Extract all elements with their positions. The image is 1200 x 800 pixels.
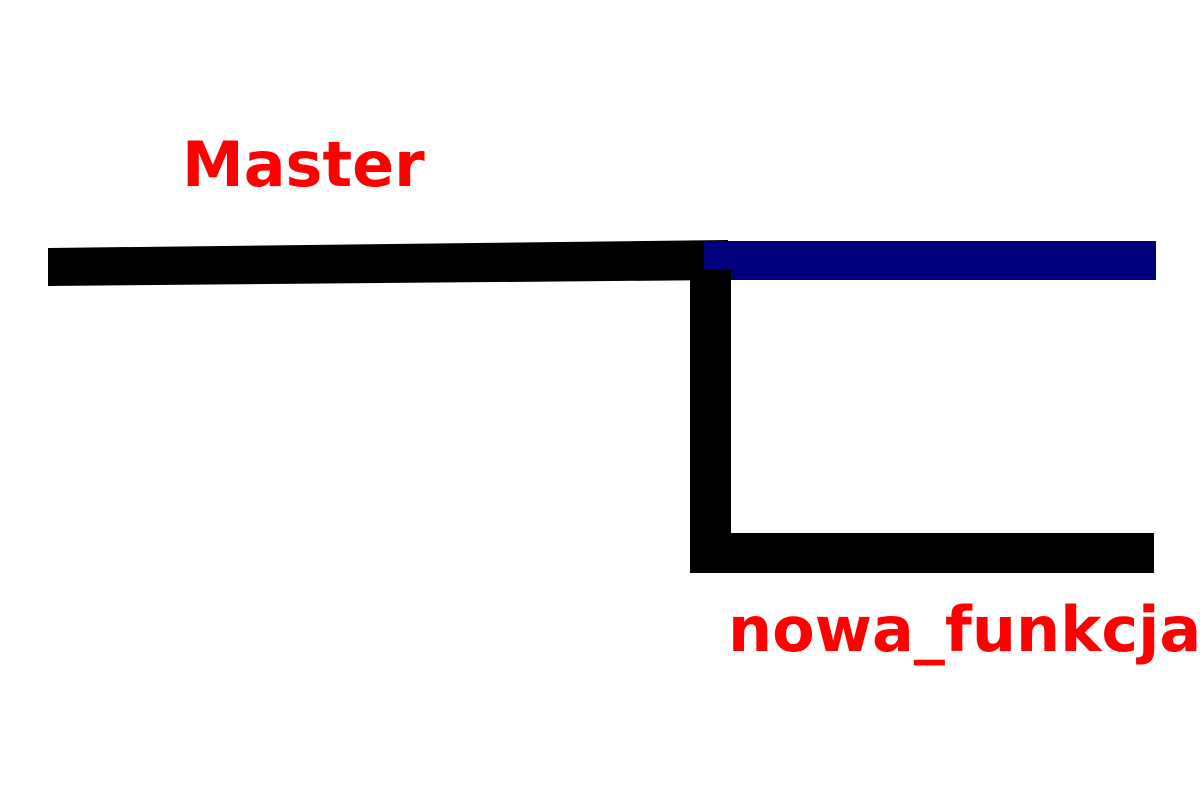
feature-branch-label: nowa_funkcja [728, 593, 1200, 666]
master-continuation-line [704, 241, 1156, 280]
master-branch-label: Master [182, 128, 425, 201]
feature-branch-line [690, 533, 1154, 573]
master-branch-line [48, 240, 728, 286]
feature-branch-drop [690, 270, 731, 573]
